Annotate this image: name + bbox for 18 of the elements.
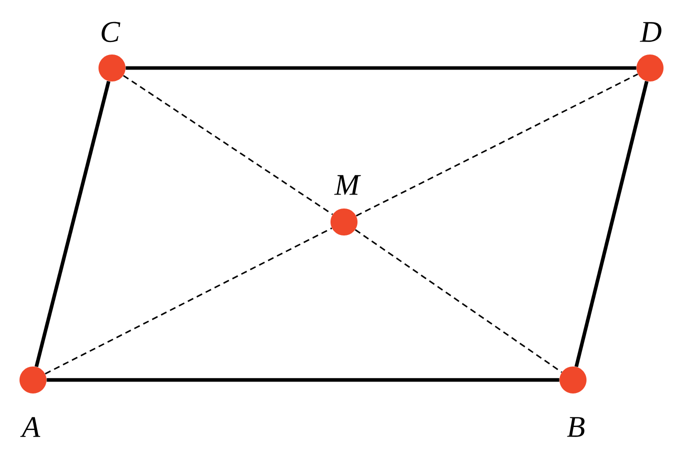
- line: [46, 378, 560, 382]
- line: [34, 80, 110, 368]
- point-dot: [560, 366, 586, 394]
- dashed-line: [354, 229, 562, 373]
- point-dot: [98, 54, 126, 82]
- line: [126, 66, 636, 70]
- point-label: A: [20, 417, 40, 437]
- point-label: D: [640, 22, 662, 42]
- dashed-line: [356, 73, 638, 216]
- point-label: B: [567, 417, 585, 437]
- point-dot: [330, 208, 358, 236]
- point-dot: [20, 366, 46, 394]
- dashed-line: [123, 74, 333, 216]
- point-label: C: [102, 22, 120, 42]
- dashed-line: [44, 228, 332, 374]
- point-label: M: [334, 175, 361, 195]
- line: [574, 80, 648, 368]
- point-dot: [636, 54, 664, 82]
